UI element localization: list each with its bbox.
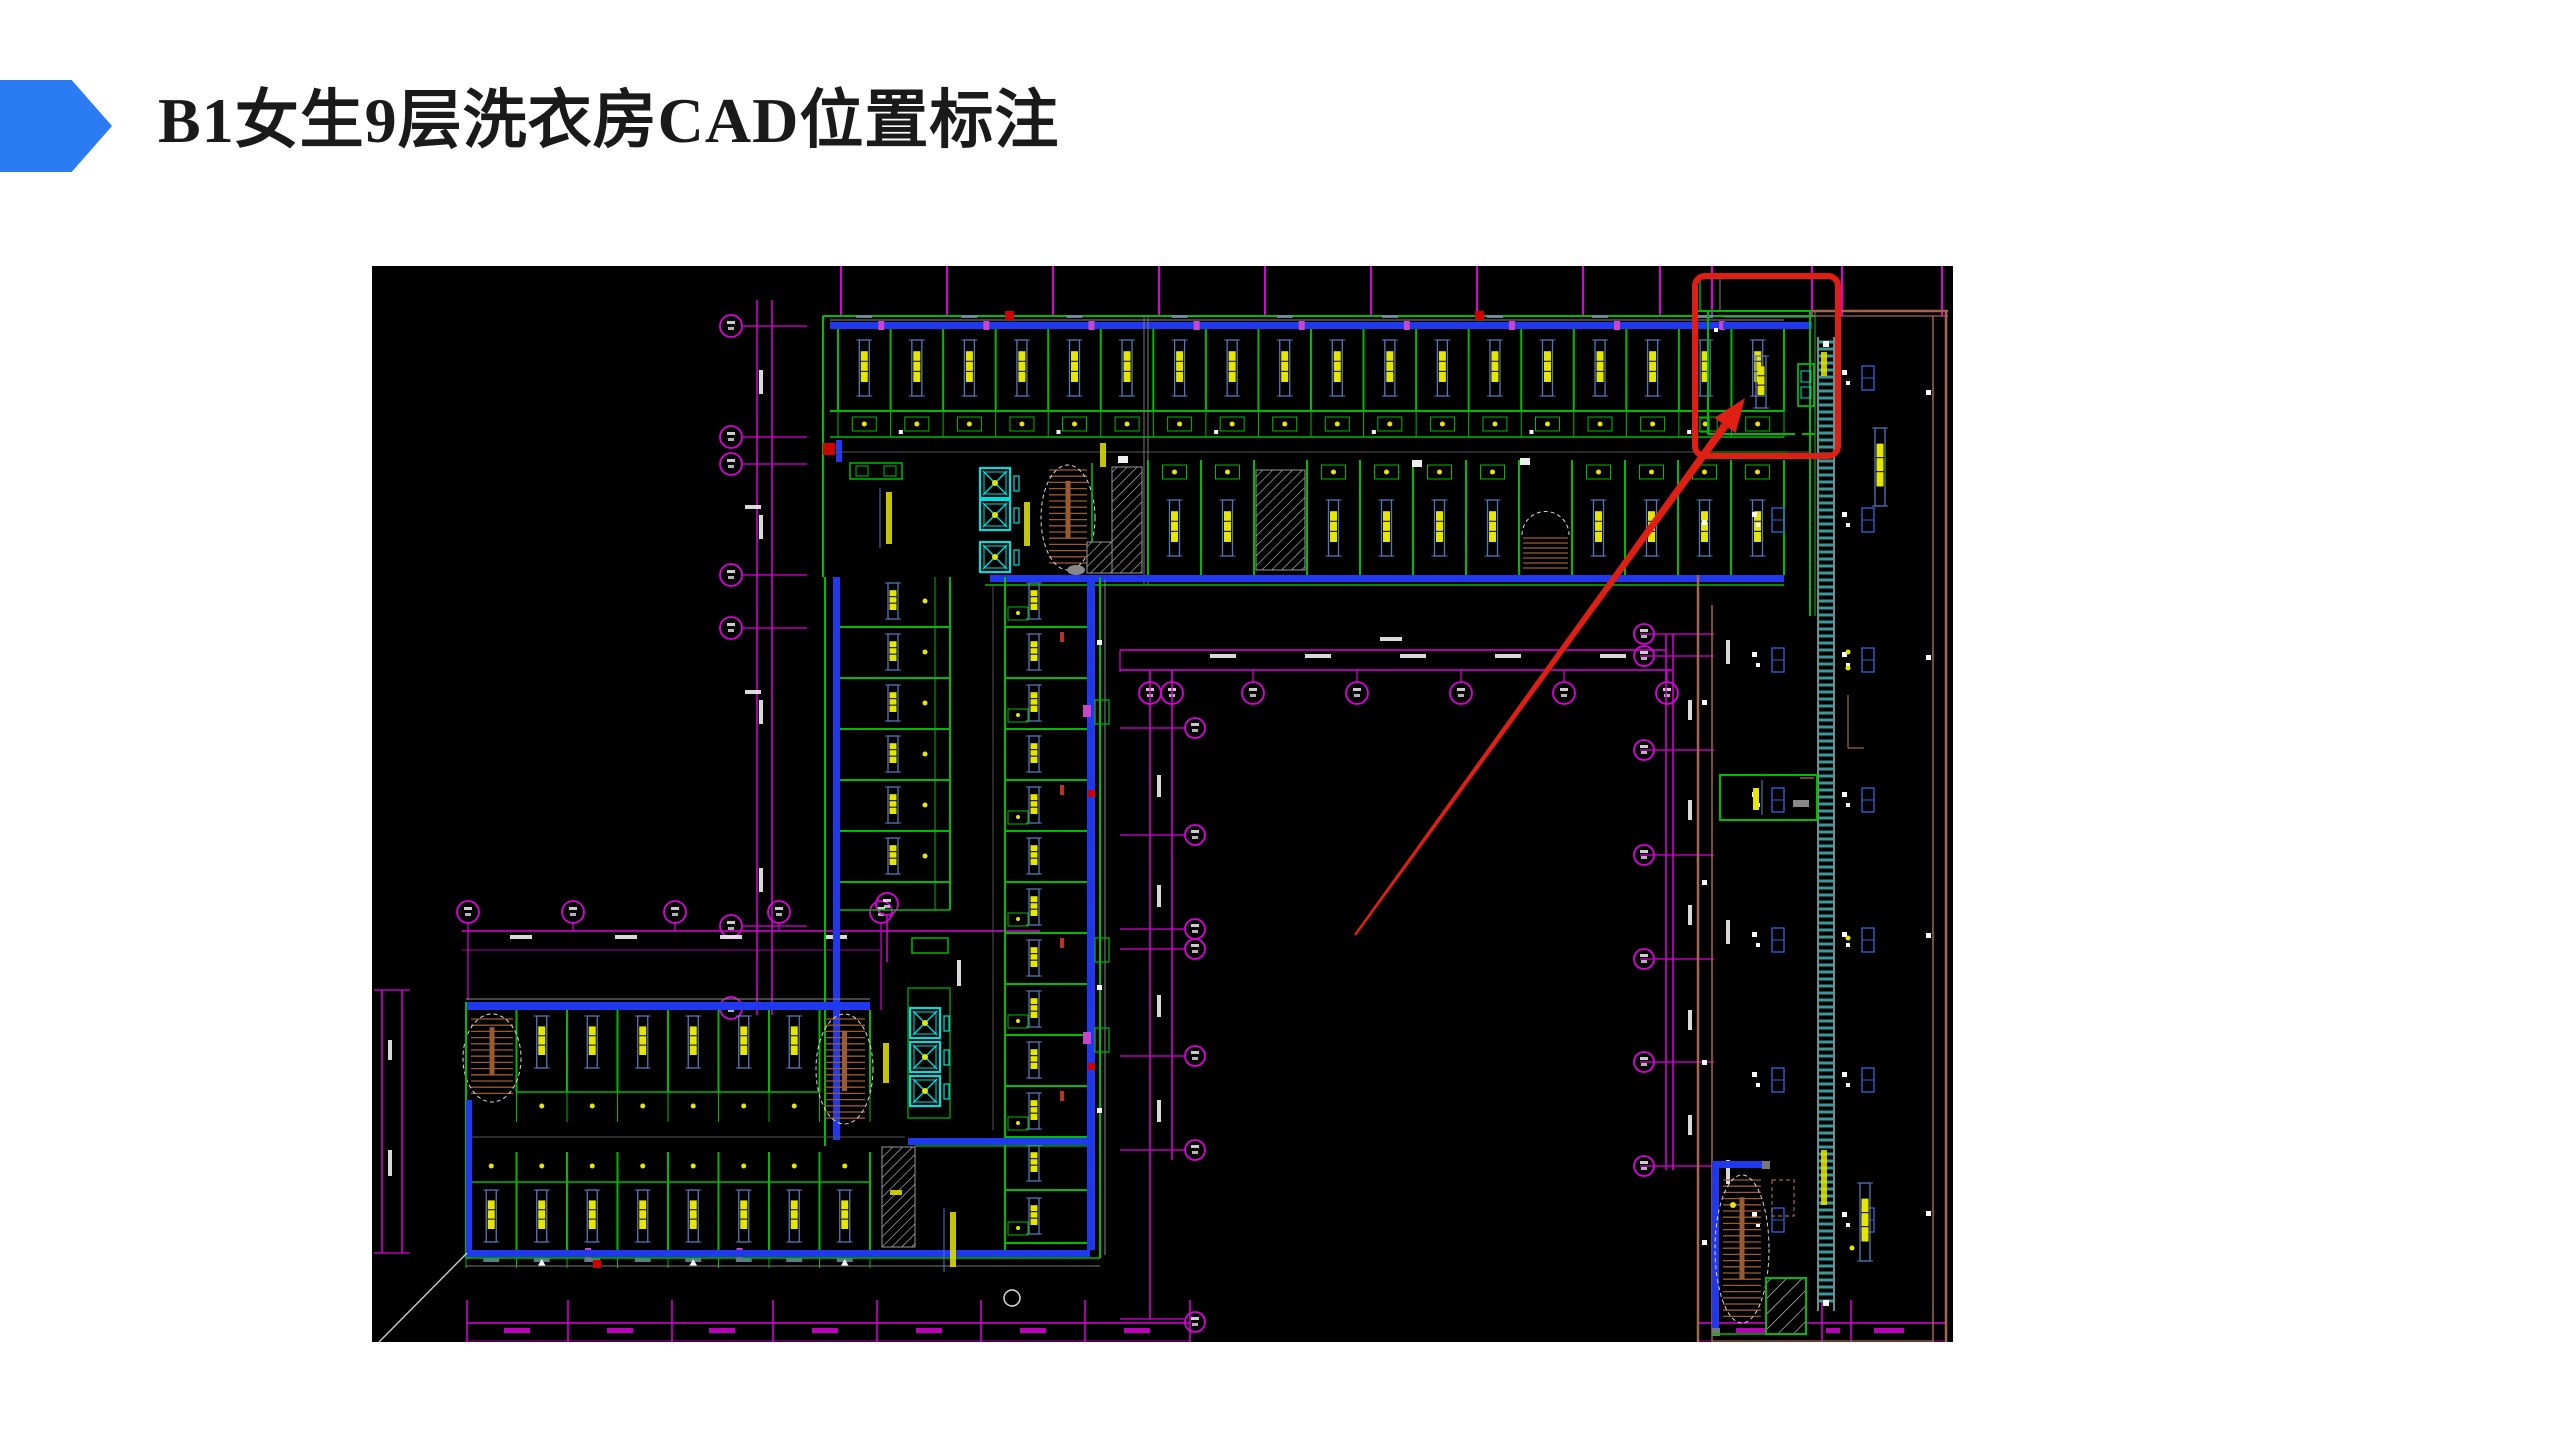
cad-floorplan-image [372, 266, 1953, 1342]
page-title: B1女生9层洗衣房CAD位置标注 [158, 85, 1060, 156]
laundry-arrow-head [1714, 398, 1745, 434]
cad-floorplan-svg [372, 266, 1953, 1342]
location-annotation [1354, 273, 1841, 936]
middle-wing [824, 577, 1110, 1258]
chevron-icon [0, 80, 112, 172]
right-wing [1696, 309, 1948, 1342]
dimension-grid [374, 266, 1947, 1342]
laundry-room [1695, 278, 1816, 616]
bottom-wing [462, 998, 1100, 1307]
laundry-arrow-shaft [1354, 423, 1729, 936]
laundry-highlight-box [1692, 273, 1841, 459]
